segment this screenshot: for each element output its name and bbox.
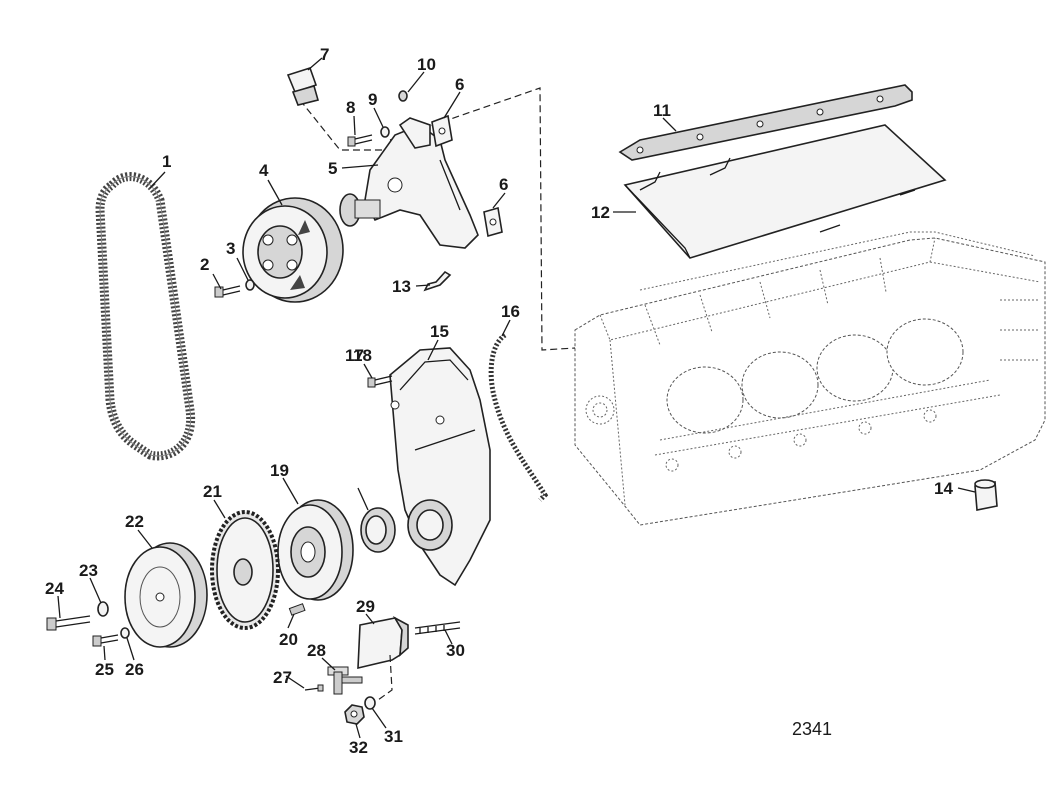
callout-9: 9 (368, 90, 377, 109)
part-6-gasket-lower (483, 206, 503, 238)
callout-4: 4 (259, 161, 269, 180)
callout-24: 24 (45, 579, 64, 598)
callout-6-upper: 6 (455, 75, 464, 94)
part-16-seal (488, 332, 549, 502)
part-4-water-pump-pulley (242, 197, 344, 303)
callout-6-lower: 6 (499, 175, 508, 194)
sensor-leader-line (377, 654, 393, 701)
part-21-timing-gear (210, 510, 280, 630)
part-10-nut (398, 90, 408, 102)
part-11-gasket (618, 84, 913, 161)
callout-17: 17 (345, 346, 364, 365)
part-2-bolt (214, 285, 241, 298)
part-32-nut (344, 704, 365, 725)
callout-19: 19 (270, 461, 289, 480)
part-8-bolt (347, 134, 373, 147)
callout-31: 31 (384, 727, 403, 746)
callout-23: 23 (79, 561, 98, 580)
part-9-washer (380, 126, 390, 138)
callout-18: 18 (353, 346, 372, 365)
part-19-harmonic-balancer (277, 499, 354, 601)
part-22-crankshaft-pulley (124, 542, 208, 648)
callout-5: 5 (328, 159, 337, 178)
part-26-washer (120, 627, 130, 639)
part-30-stud (414, 621, 461, 635)
callout-11: 11 (653, 101, 671, 120)
part-6-gasket-upper (431, 114, 453, 148)
callout-3: 3 (226, 239, 235, 258)
callout-1: 1 (162, 152, 171, 171)
part-23-washer (97, 601, 109, 617)
part-14-dowel (974, 479, 998, 511)
callout-7: 7 (320, 45, 329, 64)
part-24-bolt (46, 615, 91, 631)
part-13-clip (423, 270, 452, 292)
part-1-serpentine-belt (95, 172, 196, 461)
callout-labels: 1 2 3 4 5 6 6 7 8 9 10 11 12 13 14 15 16… (45, 45, 953, 757)
callout-10: 10 (417, 55, 436, 74)
callout-21: 21 (203, 482, 222, 501)
part-28-sensor (327, 666, 363, 695)
callout-8: 8 (346, 98, 355, 117)
callout-27: 27 (273, 668, 292, 687)
assembly-leader-line (389, 87, 576, 351)
callout-22: 22 (125, 512, 144, 531)
figure-number: 2341 (792, 719, 832, 739)
callout-26: 26 (125, 660, 144, 679)
callout-15: 15 (430, 322, 449, 341)
leader-lines (57, 57, 976, 739)
callout-30: 30 (446, 641, 465, 660)
callout-28: 28 (307, 641, 326, 660)
engine-block (574, 231, 1046, 526)
part-15-timing-cover (389, 347, 491, 587)
fitting-leader-line (299, 99, 385, 151)
callout-16: 16 (501, 302, 520, 321)
callout-14: 14 (934, 479, 953, 498)
callout-32: 32 (349, 738, 368, 757)
part-29-sensor-bracket (357, 615, 409, 670)
callout-12: 12 (591, 203, 610, 222)
part-7-fitting (286, 67, 319, 106)
part-27-screw (304, 684, 324, 692)
callout-25: 25 (95, 660, 114, 679)
part-3-washer (245, 279, 255, 291)
part-20-key (288, 603, 306, 616)
part-5-water-pump (339, 117, 479, 249)
part-12-valley-shield (623, 124, 947, 259)
callout-13: 13 (392, 277, 411, 296)
part-17-oil-seal (360, 507, 396, 553)
part-25-bolt (92, 634, 119, 647)
callout-29: 29 (356, 597, 375, 616)
part-31-washer (364, 696, 376, 710)
callout-2: 2 (200, 255, 209, 274)
callout-20: 20 (279, 630, 298, 649)
